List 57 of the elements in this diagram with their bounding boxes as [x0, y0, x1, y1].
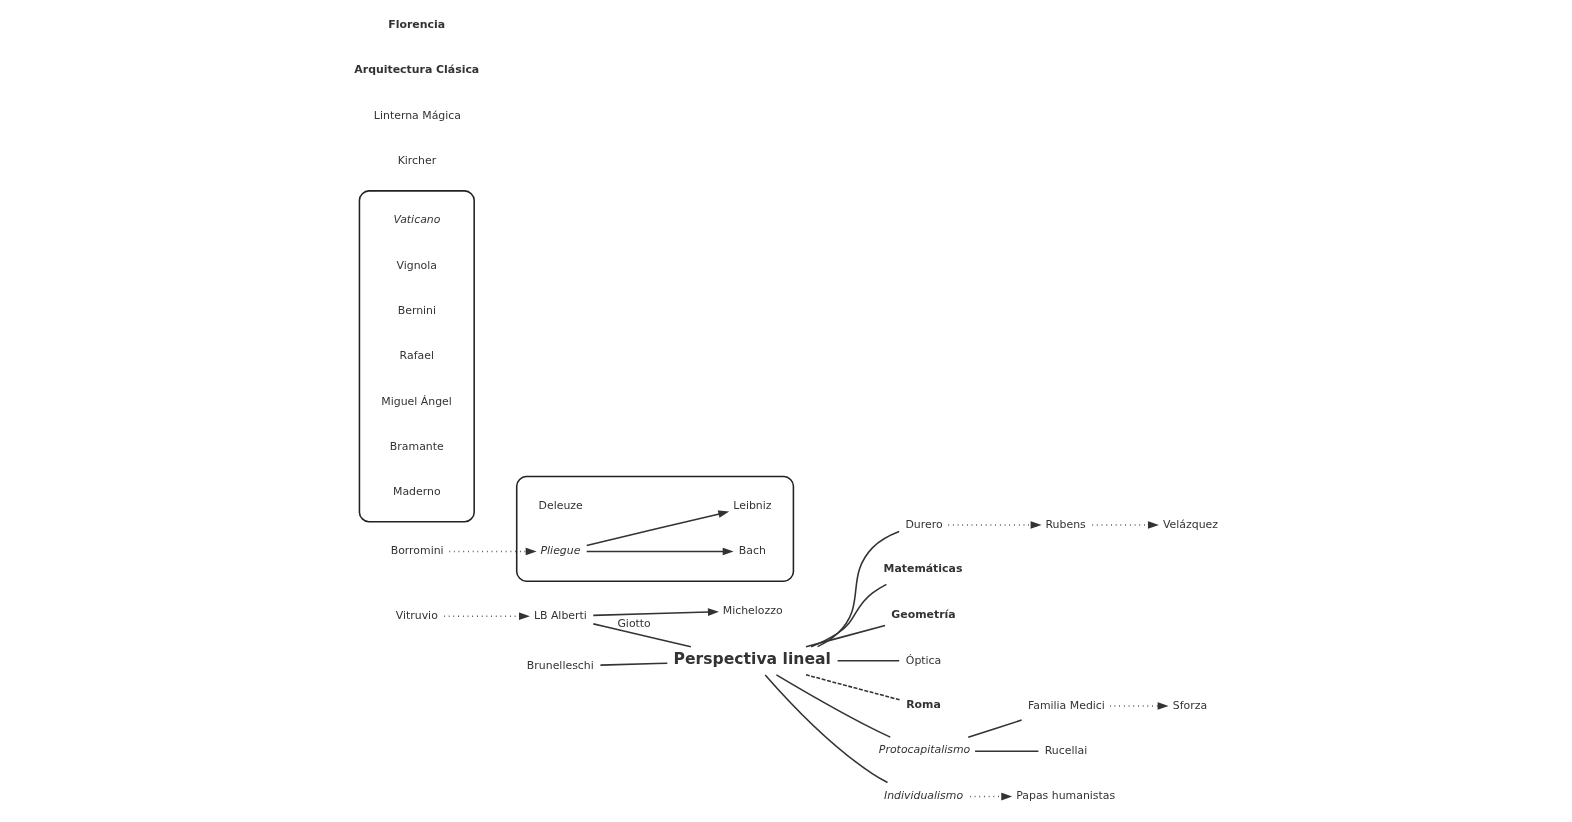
- node-text: Protocapitalismo: [878, 743, 971, 757]
- node-text: Bernini: [397, 303, 437, 317]
- node-text: Perspectiva lineal: [673, 649, 831, 668]
- connector: [592, 623, 692, 648]
- node-text: Pliegue: [540, 543, 581, 557]
- node-text: Rubens: [1045, 517, 1086, 531]
- node-text: Geometría: [891, 607, 956, 621]
- edge-label: Giotto: [617, 616, 651, 630]
- arrow: [1091, 521, 1159, 529]
- arrow: [969, 792, 1013, 801]
- arrow: [947, 521, 1042, 529]
- node-text: Deleuze: [538, 499, 583, 513]
- arrow: [443, 612, 530, 621]
- node-text: Sforza: [1172, 698, 1208, 712]
- node-text: LB Alberti: [533, 609, 587, 623]
- connector: [599, 662, 669, 666]
- label: Linterna Mágica: [373, 108, 461, 122]
- connector: [764, 674, 889, 784]
- connector: [805, 624, 886, 648]
- node-text: Bramante: [389, 439, 444, 453]
- connector: [816, 530, 900, 648]
- node-text: Matemáticas: [883, 562, 963, 576]
- node-text: Familia Medici: [1027, 698, 1105, 712]
- node-text: Óptica: [905, 653, 942, 667]
- cluster: [358, 190, 475, 523]
- node-text: Papas humanistas: [1016, 789, 1116, 803]
- node-text: Leibniz: [733, 499, 772, 513]
- node-text: Individualismo: [883, 788, 964, 802]
- connector: [805, 674, 901, 701]
- arrow: [1109, 702, 1169, 710]
- node-text: Roma: [906, 698, 941, 712]
- node-text: Vaticano: [393, 212, 441, 226]
- node-text: Vitruvio: [395, 609, 438, 623]
- arrow: [585, 547, 734, 556]
- node-text: Velázquez: [1163, 517, 1219, 531]
- node-text: Vignola: [396, 258, 437, 272]
- arrow: [592, 608, 719, 617]
- node-text: Bach: [738, 544, 766, 558]
- connector: [974, 750, 1040, 753]
- connector: [836, 660, 900, 662]
- label: Florencia: [388, 17, 446, 31]
- node-text: Rucellai: [1044, 744, 1088, 758]
- connector: [967, 719, 1023, 738]
- node-text: Miguel Ángel: [381, 394, 452, 408]
- node-text: Borromini: [390, 544, 444, 558]
- node-text: Rafael: [399, 349, 434, 363]
- arrow: [448, 547, 537, 556]
- node-text: Durero: [905, 517, 943, 531]
- cluster: [515, 475, 795, 582]
- connector: [810, 583, 888, 648]
- connector: [775, 674, 892, 738]
- arrow: [585, 510, 730, 547]
- label: Kircher: [397, 154, 437, 168]
- node-text: Maderno: [393, 485, 441, 499]
- node-text: Brunelleschi: [526, 659, 594, 673]
- node-text: Michelozzo: [722, 603, 783, 617]
- label: Arquitectura Clásica: [354, 62, 480, 76]
